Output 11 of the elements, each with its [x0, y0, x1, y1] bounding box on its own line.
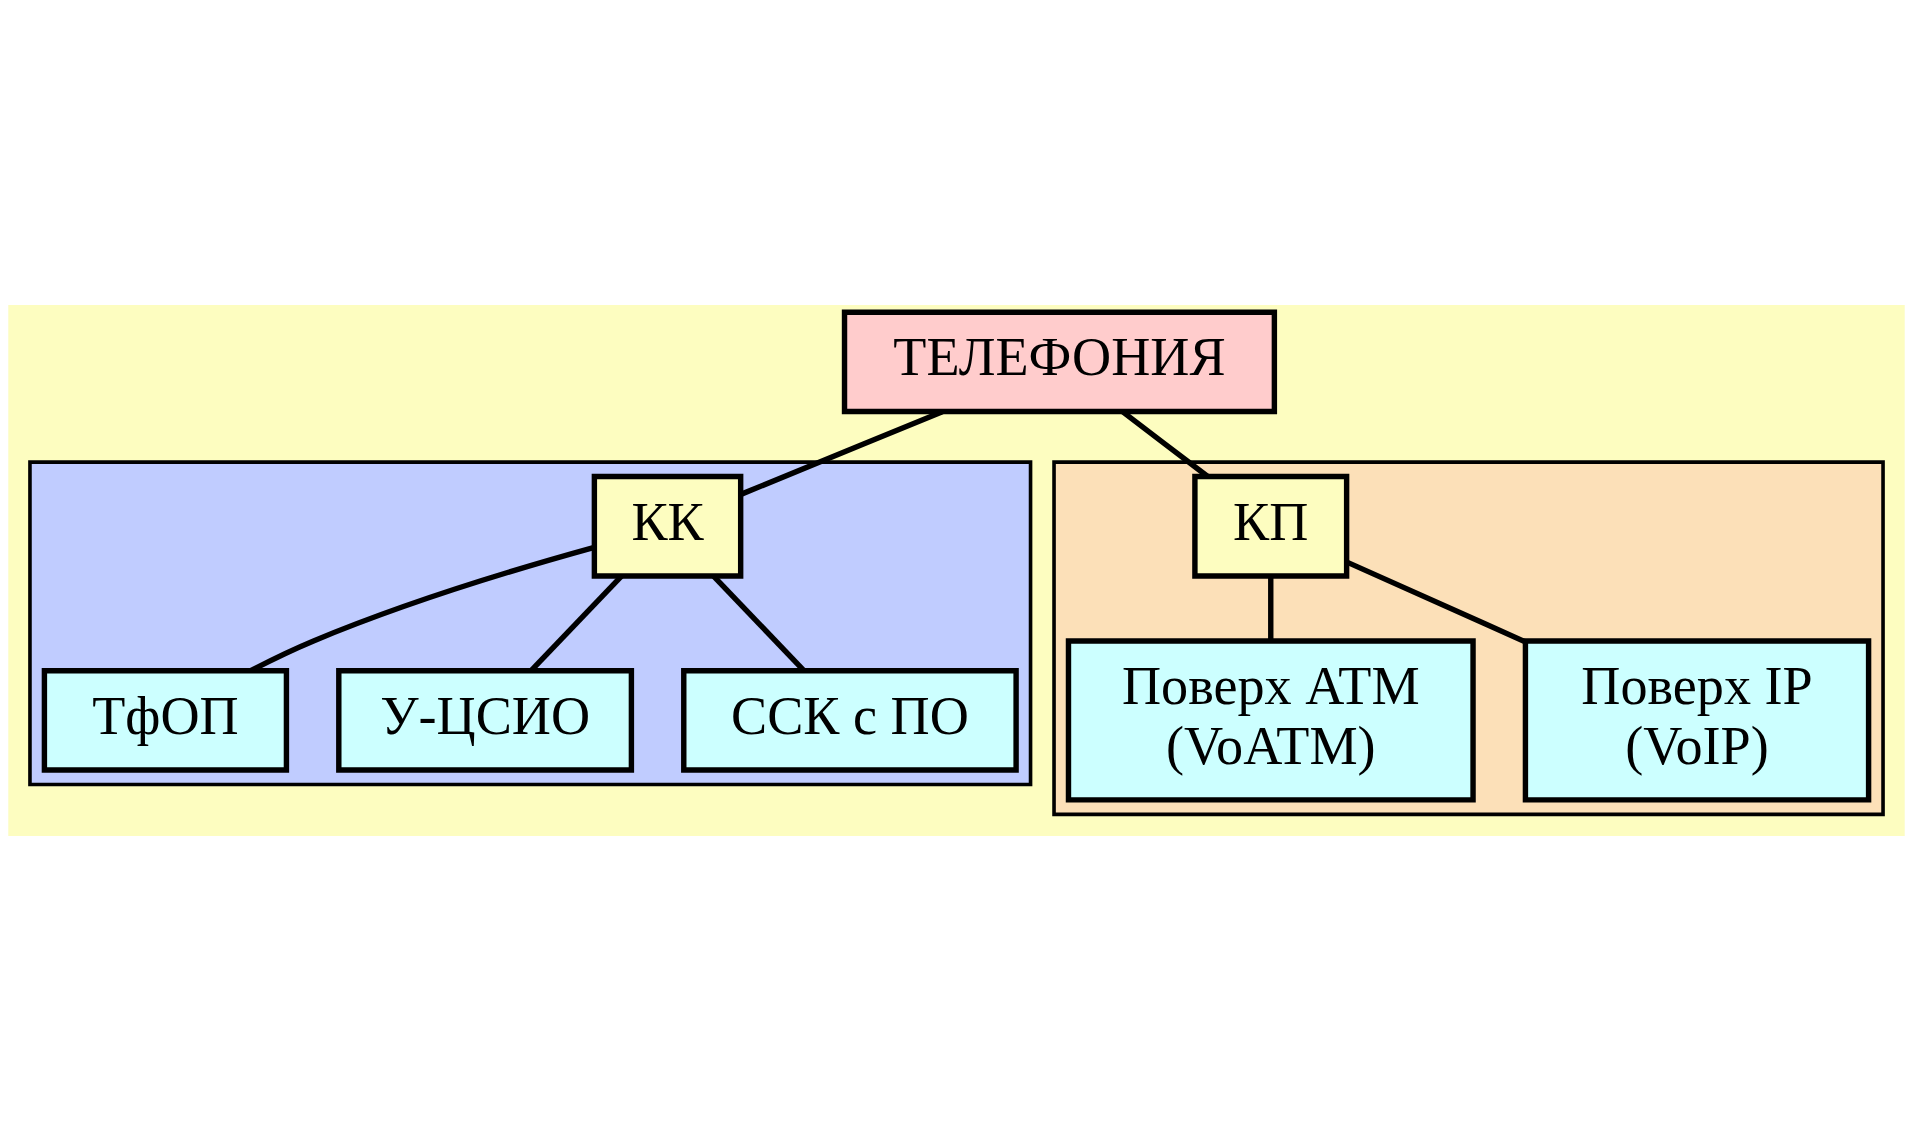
node-box: Поверх IP (VoIP) — [1522, 638, 1872, 803]
cluster — [28, 460, 1033, 787]
node-box: ТфОП — [41, 668, 290, 773]
node-box: КП — [1192, 473, 1350, 579]
node-box: У-ЦСИО — [336, 668, 635, 773]
connector — [1268, 576, 1274, 641]
node-box: Поверх ATM (VoATM) — [1065, 638, 1476, 803]
node-box: ССК с ПО — [681, 668, 1019, 773]
node-box: ТЕЛЕФОНИЯ — [841, 309, 1278, 415]
node-box: КК — [591, 473, 744, 579]
cluster — [1052, 460, 1885, 817]
